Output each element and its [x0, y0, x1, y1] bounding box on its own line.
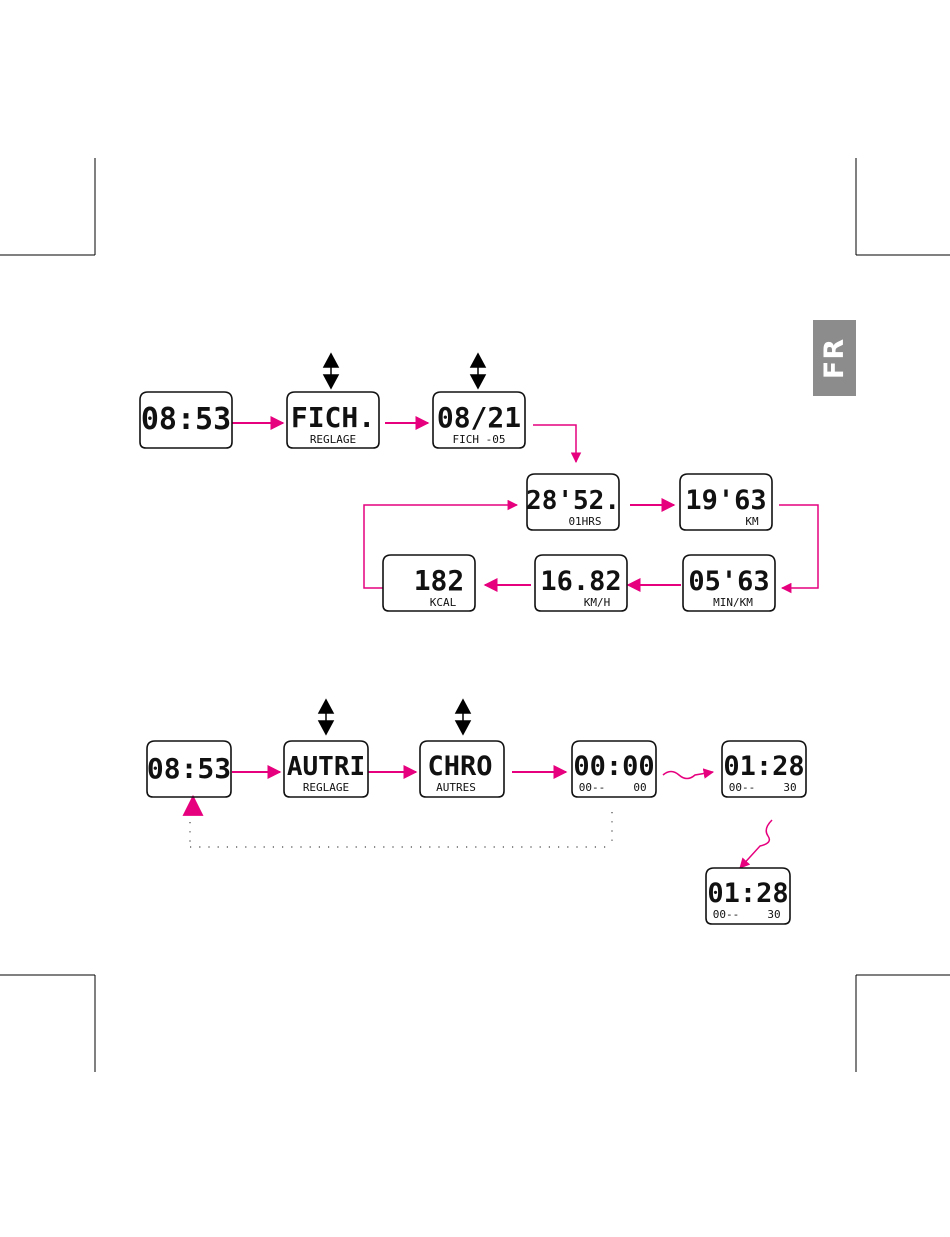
- sub-reading-right: 30: [767, 908, 780, 921]
- main-reading: 16.82: [540, 566, 621, 597]
- sub-reading: REGLAGE: [310, 433, 356, 446]
- sub-reading: KM/H: [584, 596, 611, 609]
- arrow: [779, 505, 818, 588]
- main-reading: 08:53: [141, 402, 231, 437]
- main-reading: 19'63: [685, 485, 766, 516]
- main-reading: FICH.: [291, 401, 375, 434]
- main-reading: 05'63: [688, 566, 769, 597]
- up-down-icon: [471, 354, 485, 388]
- dotted-return-path: [190, 812, 612, 847]
- main-reading: 08:53: [147, 752, 231, 785]
- wavy-arrow: [740, 820, 772, 868]
- watch-display-pace: 05'63 MIN/KM: [683, 555, 775, 611]
- main-reading: 08/21: [437, 401, 521, 434]
- watch-display-calories: 182 KCAL: [383, 555, 475, 611]
- sub-reading: 01HRS: [568, 515, 601, 528]
- main-reading: 28'52.: [526, 486, 620, 516]
- sub-reading-right: 30: [783, 781, 796, 794]
- sub-reading-left: 00--: [713, 908, 740, 921]
- watch-display-time: 08:53: [140, 392, 232, 448]
- language-tab: FR: [813, 320, 856, 396]
- main-reading: 01:28: [707, 878, 788, 909]
- sub-reading: KM: [745, 515, 759, 528]
- sub-reading: REGLAGE: [303, 781, 349, 794]
- sub-reading-left: 00--: [579, 781, 606, 794]
- sub-reading-right: 00: [633, 781, 646, 794]
- sub-reading-left: 00--: [729, 781, 756, 794]
- crop-marks: [0, 158, 950, 1072]
- main-reading: 182: [414, 564, 465, 597]
- watch-display-total-time: 28'52. 01HRS: [526, 474, 620, 530]
- watch-display-file-date: 08/21 FICH -05: [433, 392, 525, 448]
- sub-reading: KCAL: [430, 596, 457, 609]
- main-reading: AUTRI: [287, 752, 365, 782]
- watch-display-file-menu: FICH. REGLAGE: [287, 392, 379, 448]
- watch-display-chrono-split: 01:28 00-- 30: [706, 868, 790, 924]
- watch-display-speed: 16.82 KM/H: [535, 555, 627, 611]
- main-reading: 00:00: [573, 751, 654, 782]
- sub-reading: FICH -05: [453, 433, 506, 446]
- sub-reading: AUTRES: [436, 781, 476, 794]
- up-down-icon: [456, 700, 470, 734]
- watch-display-chrono-run: 01:28 00-- 30: [722, 741, 806, 797]
- watch-display-other-menu: AUTRI REGLAGE: [284, 741, 368, 797]
- sub-reading: MIN/KM: [713, 596, 753, 609]
- main-reading: 01:28: [723, 751, 804, 782]
- language-tab-label: FR: [819, 337, 850, 378]
- watch-display-chrono-zero: 00:00 00-- 00: [572, 741, 656, 797]
- arrow: [533, 425, 576, 462]
- up-down-icon: [324, 354, 338, 388]
- main-reading: CHRO: [427, 751, 492, 782]
- watch-display-chrono-menu: CHRO AUTRES: [420, 741, 504, 797]
- up-down-icon: [319, 700, 333, 734]
- watch-display-distance: 19'63 KM: [680, 474, 772, 530]
- watch-displays: 08:53 FICH. REGLAGE 08/21 FICH -05 28'52…: [140, 392, 806, 924]
- watch-display-time-2: 08:53: [147, 741, 231, 797]
- wavy-arrow: [663, 772, 713, 779]
